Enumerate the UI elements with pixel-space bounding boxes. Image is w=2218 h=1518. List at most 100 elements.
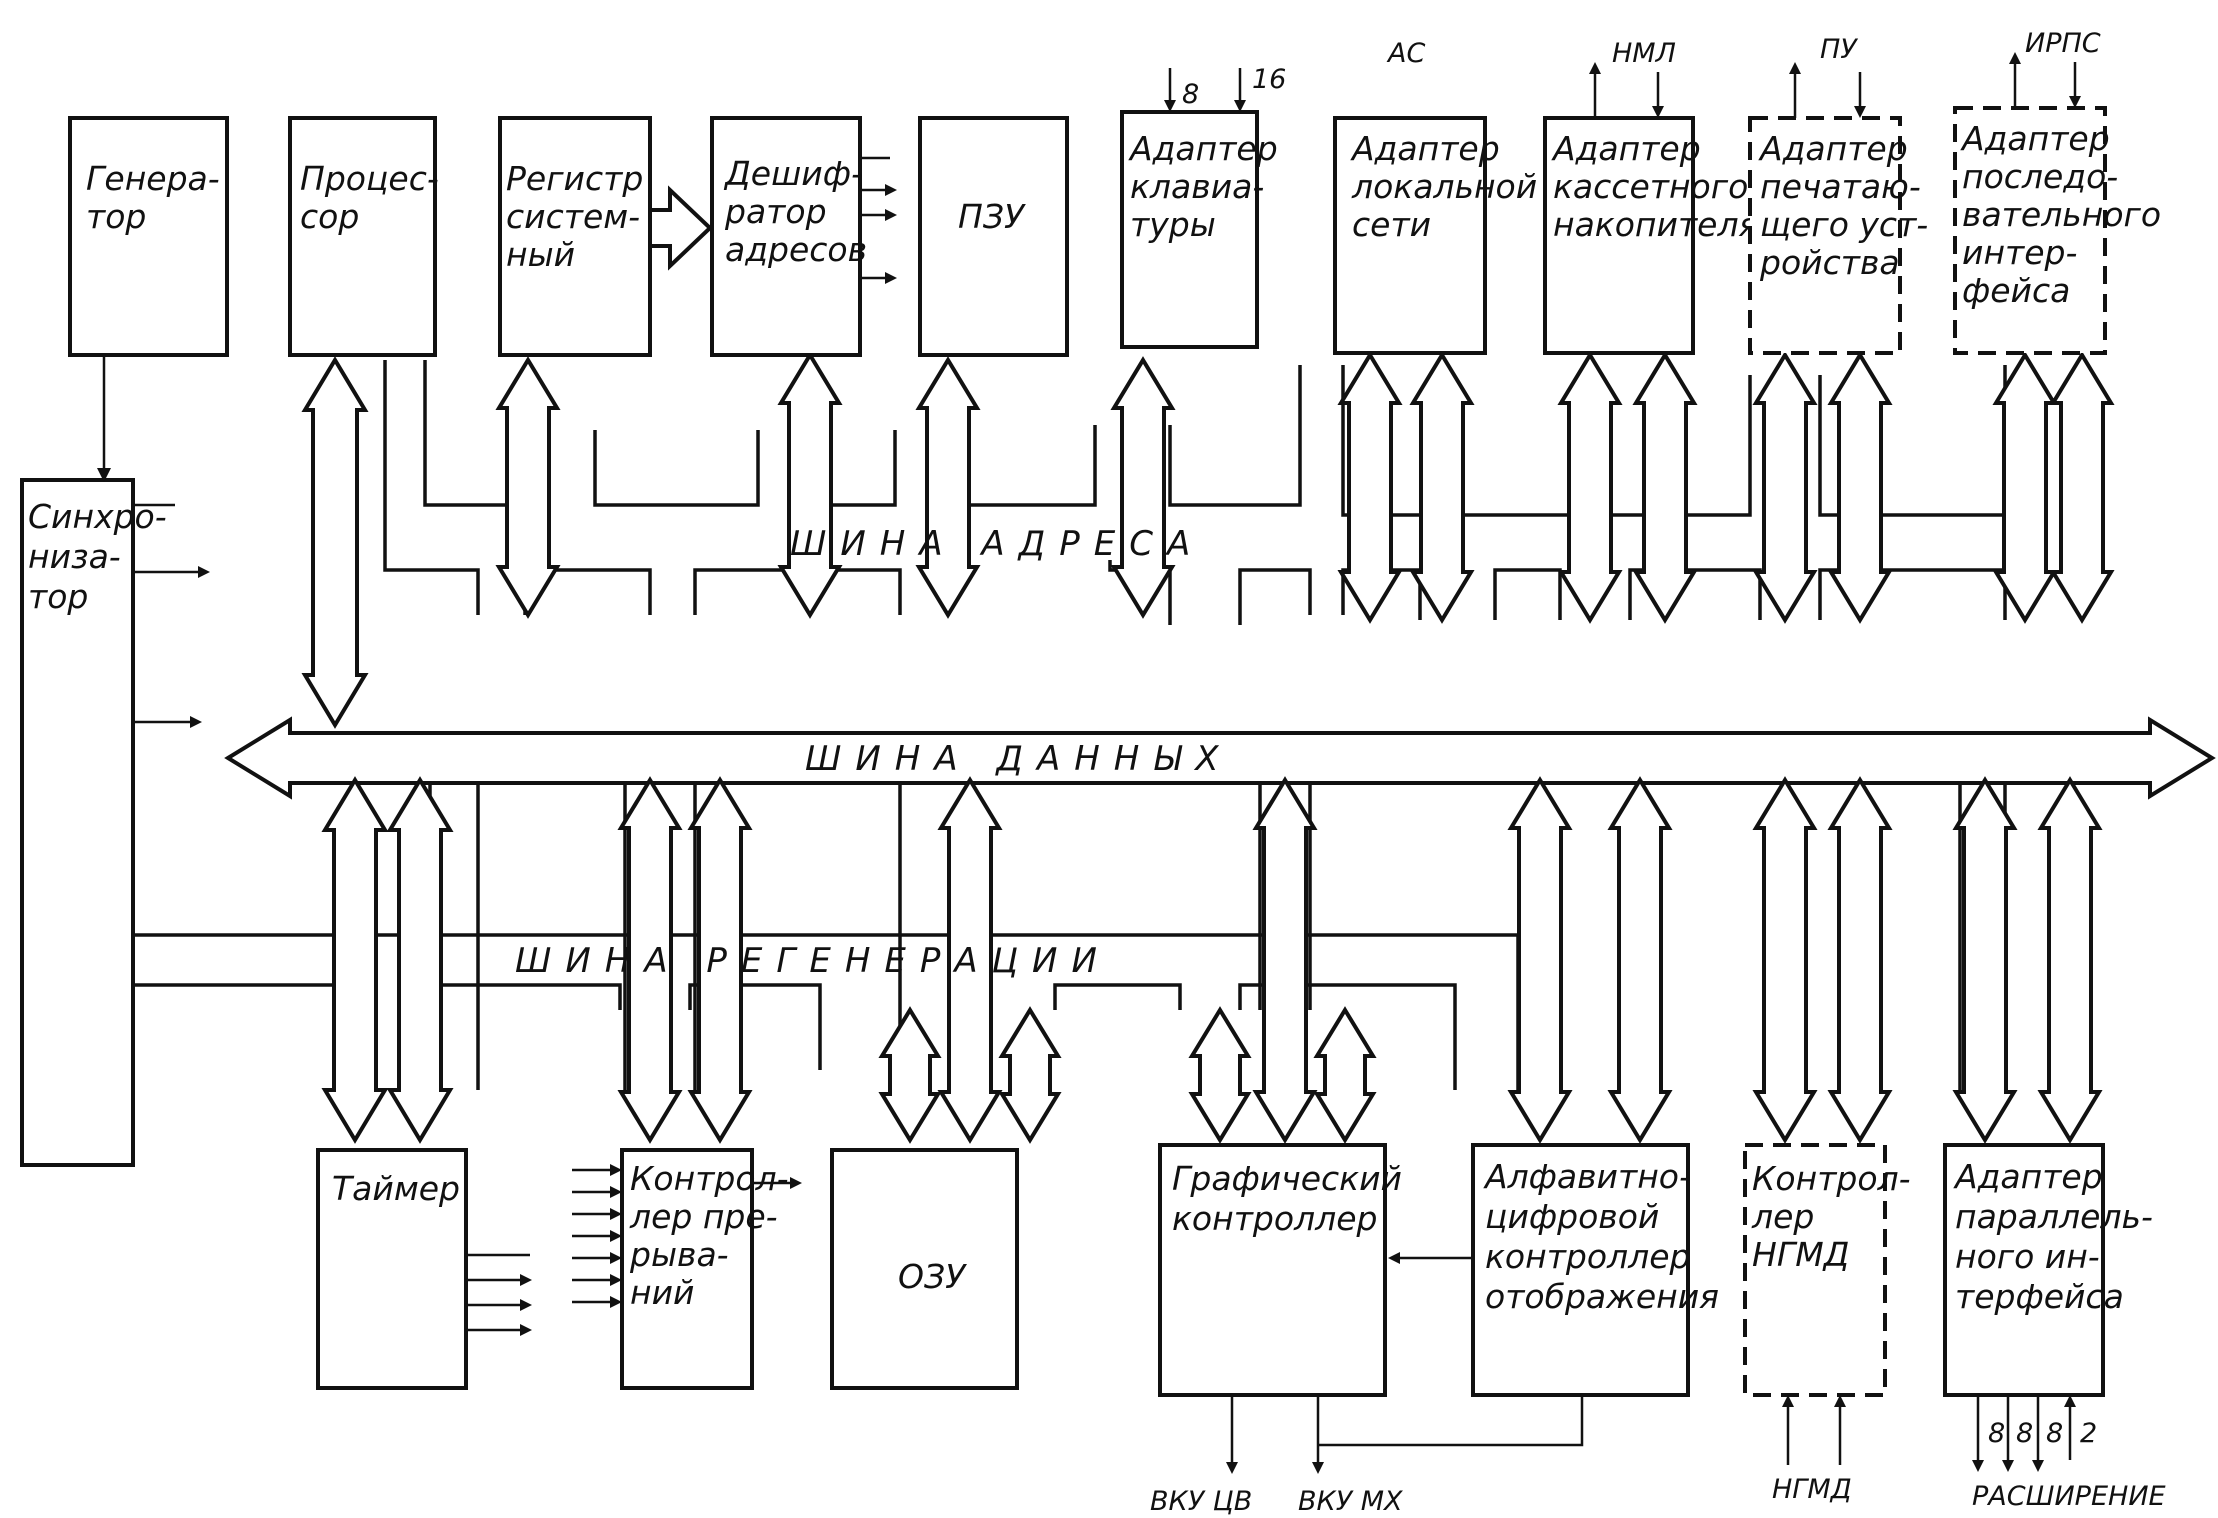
tape-adapter-block: Адаптер кассетного накопителя НМЛ (1543, 38, 1758, 355)
parallel-label-4: терфейса (1955, 1277, 2124, 1316)
alnum-label-4: отображения (1485, 1277, 1719, 1316)
sync-label-1: Синхро- (28, 497, 167, 536)
alnum-block: Алфавитно- цифровой контроллер отображен… (1471, 1143, 1719, 1397)
intc-input-arrow-6 (610, 1274, 622, 1286)
gen-to-sync-arrow (97, 468, 111, 482)
gfx-label-1: Графический (1172, 1159, 1402, 1198)
intc-input-arrow-4 (610, 1230, 622, 1242)
serial-adapter-block: Адаптер последо- вательного интер- фейса… (1953, 28, 2161, 355)
decoder-outputs (860, 156, 897, 284)
serial-label-4: интер- (1962, 233, 2077, 272)
bus-double-arrow-9 (1632, 351, 1698, 624)
kbd-label-3: туры (1130, 205, 1216, 244)
intc-label-3: рыва- (629, 1235, 729, 1274)
expansion-8a: 8 (1988, 1418, 2005, 1449)
gfx-label-2: контроллер (1172, 1199, 1378, 1238)
intc-inputs (572, 1164, 622, 1308)
printer-label-2: печатаю- (1760, 167, 1921, 206)
tape-label-3: накопителя (1553, 205, 1758, 244)
intc-output (752, 1177, 802, 1189)
bus-double-arrow-3 (777, 351, 843, 619)
data-bus-arrow (224, 716, 2216, 800)
bus-double-arrow-27 (1827, 776, 1893, 1144)
gfx-block: Графический контроллер (1158, 1143, 1402, 1397)
serial-label-5: фейса (1962, 271, 2070, 310)
lan-label-1: Адаптер (1350, 129, 1500, 168)
expansion-label: РАСШИРЕНИЕ (1972, 1481, 2166, 1512)
ram-block: ОЗУ (830, 1148, 1019, 1390)
intc-label-1: Контрол- (630, 1159, 789, 1198)
printer-signal-pu: ПУ (1820, 34, 1858, 65)
processor-block: Процес- сор (288, 116, 439, 357)
decoder-block: Дешиф- ратор адресов (710, 116, 867, 357)
bus-double-arrow-18 (878, 1006, 942, 1144)
bus-double-arrow-24 (1507, 776, 1573, 1144)
tape-signal-nml: НМЛ (1612, 38, 1676, 69)
bus-double-arrow-14 (321, 776, 389, 1144)
bus-double-arrow-4 (915, 356, 981, 619)
generator-label-2: тор (86, 197, 146, 236)
alnum-label-3: контроллер (1485, 1237, 1691, 1276)
keyboard-adapter-block: Адаптер клавиа- туры (1120, 110, 1278, 349)
sync-label-3: тор (28, 577, 88, 616)
sync-outputs (133, 503, 210, 728)
lan-adapter-block: Адаптер локальной сети АС (1333, 38, 1537, 355)
printer-adapter-block: Адаптер печатаю- щего уст- ройства ПУ (1748, 34, 1928, 355)
bus-double-arrow-11 (1827, 351, 1893, 624)
kbd-label-2: клавиа- (1130, 167, 1264, 206)
sysreg-to-decoder-arrow (648, 185, 713, 271)
printer-label-4: ройства (1759, 243, 1900, 282)
printer-label-3: щего уст- (1760, 205, 1928, 244)
sysreg-label-3: ный (506, 235, 575, 274)
bus-double-arrow-7 (1409, 351, 1475, 624)
sysreg-block: Регистр систем- ный (498, 116, 652, 357)
fdc-label-1: Контрол- (1752, 1159, 1911, 1198)
timer-outputs (466, 1253, 532, 1336)
tape-label-1: Адаптер (1551, 129, 1701, 168)
kbd-input-8: 8 (1182, 79, 1199, 110)
refresh-bus-label: ШИНА РЕГЕНЕРАЦИИ (515, 941, 1111, 981)
intc-input-arrow-2 (610, 1186, 622, 1198)
bus-double-arrow-17 (687, 776, 753, 1144)
tape-label-2: кассетного (1553, 167, 1748, 206)
bus-double-arrow-23 (1313, 1006, 1377, 1144)
alnum-label-2: цифровой (1485, 1197, 1659, 1236)
bus-double-arrow-5 (1110, 356, 1176, 619)
lan-label-3: сети (1352, 205, 1431, 244)
parallel-label-1: Адаптер (1953, 1157, 2103, 1196)
bus-double-arrow-22 (1252, 776, 1318, 1144)
keyboard-inputs: 8 16 (1164, 64, 1286, 112)
sysreg-label-2: систем- (506, 197, 640, 236)
intc-input-arrow-3 (610, 1208, 622, 1220)
data-bus-label: ШИНА ДАННЫХ (805, 739, 1233, 779)
intc-input-arrow-7 (610, 1296, 622, 1308)
decoder-label-3: адресов (725, 230, 867, 269)
bus-double-arrow-6 (1337, 351, 1403, 624)
bus-double-arrow-21 (1188, 1006, 1252, 1144)
sync-label-2: низа- (28, 537, 121, 576)
ngmd-label: НГМД (1772, 1474, 1852, 1505)
bus-double-arrow-20 (998, 1006, 1062, 1144)
intc-block: Контрол- лер пре- рыва- ний (620, 1148, 789, 1390)
intc-label-2: лер пре- (629, 1197, 778, 1236)
bus-double-arrow-12 (1992, 351, 2058, 624)
timer-block: Таймер (316, 1148, 468, 1390)
vku-mx-label: ВКУ МХ (1298, 1486, 1403, 1517)
decoder-label-2: ратор (724, 192, 827, 231)
intc-input-arrow-1 (610, 1164, 622, 1176)
bus-double-arrow-10 (1752, 351, 1818, 624)
intc-input-arrow-5 (610, 1252, 622, 1264)
sync-block: Синхро- низа- тор (20, 478, 167, 1167)
bus-double-arrow-8 (1557, 351, 1623, 624)
decoder-label-1: Дешиф- (723, 154, 863, 193)
expansion-8c: 8 (2046, 1418, 2063, 1449)
fdc-label-2: лер (1751, 1197, 1814, 1236)
alnum-to-gfx-arrow (1388, 1252, 1400, 1264)
bus-double-arrow-28 (1952, 776, 2018, 1144)
alnum-label-1: Алфавитно- (1483, 1157, 1691, 1196)
generator-block: Генера- тор (68, 116, 229, 357)
bus-double-arrow-13 (2049, 351, 2115, 624)
bus-double-arrow-25 (1607, 776, 1673, 1144)
kbd-label-1: Адаптер (1128, 129, 1278, 168)
